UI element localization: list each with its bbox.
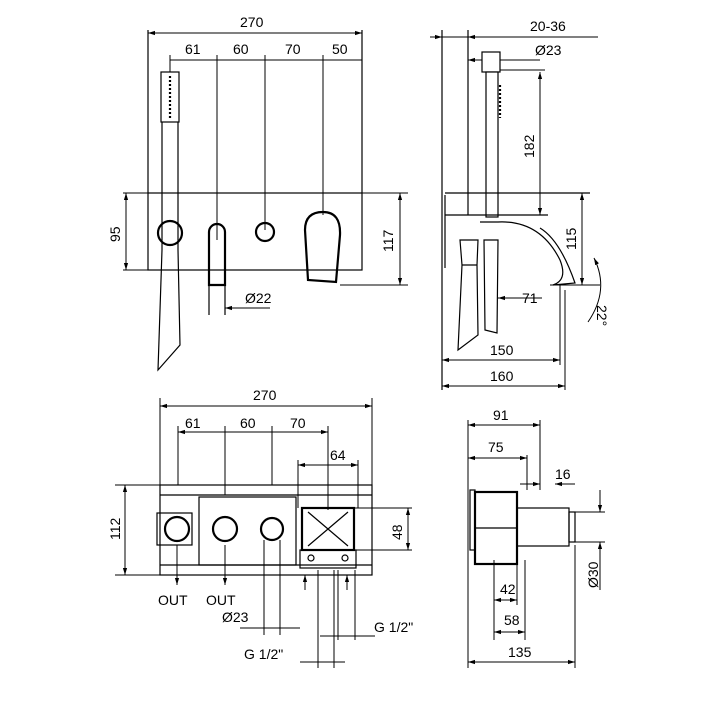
dim-58: 58 bbox=[504, 612, 520, 628]
body-side-view: 91 75 16 42 58 Ø30 135 bbox=[467, 407, 605, 668]
dim-body-overall: 270 bbox=[253, 387, 277, 403]
dim-135: 135 bbox=[508, 644, 532, 660]
dim-height-95: 95 bbox=[107, 226, 123, 242]
dim-overall-width: 270 bbox=[240, 14, 264, 30]
dim-75: 75 bbox=[488, 439, 504, 455]
dim-16: 16 bbox=[555, 466, 571, 482]
dim-depth-150: 150 bbox=[490, 342, 514, 358]
dim-height-117: 117 bbox=[380, 229, 396, 252]
dim-91: 91 bbox=[493, 407, 509, 423]
dim-spout-diameter: Ø22 bbox=[245, 290, 272, 306]
dim-box-width: 64 bbox=[330, 447, 346, 463]
dim-diameter-30: Ø30 bbox=[585, 561, 601, 588]
side-view: 20-36 Ø23 182 115 71 22° 150 160 bbox=[430, 18, 610, 390]
outlet-label-2: OUT bbox=[206, 592, 236, 608]
body-front-view: 61 60 70 270 64 48 112 OUT OUT Ø23 G 1/2… bbox=[107, 387, 413, 668]
dim-body-spacing-1: 61 bbox=[185, 415, 201, 431]
dim-body-spacing-2: 60 bbox=[240, 415, 256, 431]
dim-wall-range: 20-36 bbox=[530, 18, 566, 34]
dim-body-diameter: Ø23 bbox=[222, 609, 249, 625]
dim-shower-height: 182 bbox=[521, 134, 537, 158]
dim-spout-height: 115 bbox=[563, 227, 579, 250]
dim-thread-left: G 1/2" bbox=[244, 646, 283, 662]
dim-box-height: 48 bbox=[389, 524, 405, 540]
front-view: 270 61 60 70 50 95 117 Ø22 bbox=[107, 14, 408, 372]
dim-body-height: 112 bbox=[107, 517, 123, 540]
dim-spacing-2: 60 bbox=[233, 41, 249, 57]
dim-spacing-1: 61 bbox=[185, 41, 201, 57]
dim-depth-160: 160 bbox=[490, 368, 514, 384]
dim-spout-offset: 71 bbox=[522, 290, 538, 306]
dim-spacing-4: 50 bbox=[332, 41, 348, 57]
dim-angle: 22° bbox=[594, 305, 610, 326]
dim-body-spacing-3: 70 bbox=[290, 415, 306, 431]
dim-thread-right: G 1/2" bbox=[374, 619, 413, 635]
dim-top-diameter: Ø23 bbox=[535, 42, 562, 58]
dim-spacing-3: 70 bbox=[285, 41, 301, 57]
outlet-label-1: OUT bbox=[158, 592, 188, 608]
dim-42: 42 bbox=[500, 581, 516, 597]
